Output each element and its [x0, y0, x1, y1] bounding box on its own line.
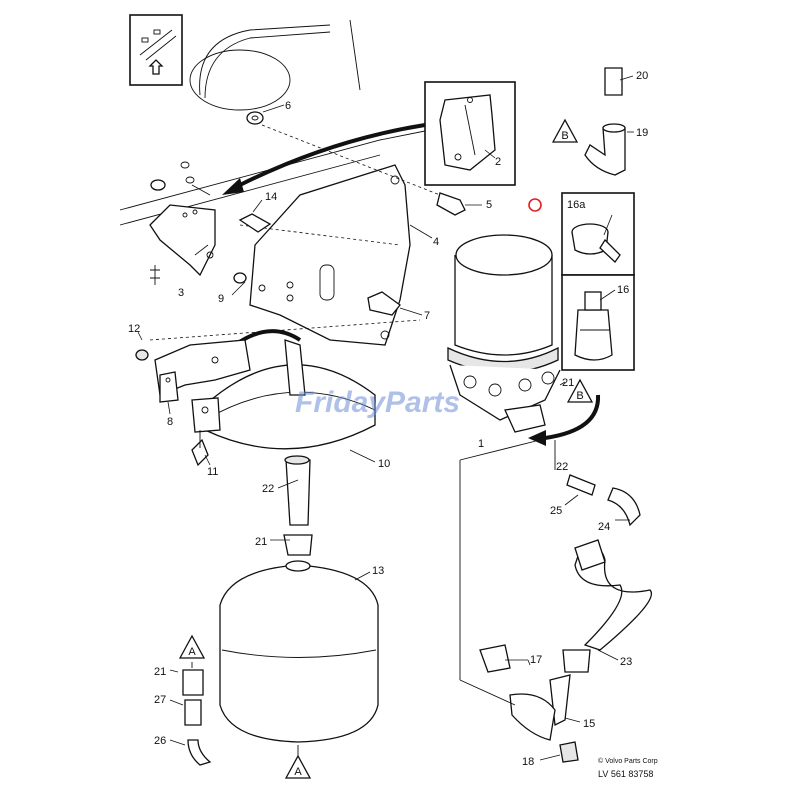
arrow-head-top — [222, 178, 244, 195]
marker-a-bottom-label: A — [294, 766, 302, 778]
watermark-logo: FridayParts — [295, 386, 460, 419]
label-part-25: 25 — [550, 505, 562, 517]
label-part-21-middle: 21 — [255, 536, 267, 548]
label-part-11: 11 — [207, 466, 218, 478]
elbow-fitting-top — [584, 67, 626, 176]
marker-a-left: A — [178, 634, 206, 659]
copyright-text: © Volvo Parts Corp — [598, 757, 658, 765]
air-dryer-canister — [447, 234, 561, 433]
label-part-20: 20 — [636, 70, 648, 82]
label-part-13: 13 — [372, 565, 384, 577]
label-part-8: 8 — [167, 416, 173, 428]
marker-b-top: B — [551, 118, 579, 143]
label-part-6: 6 — [285, 100, 291, 112]
label-part-5: 5 — [486, 199, 492, 211]
filter-detail-box — [561, 192, 635, 371]
label-part-3: 3 — [178, 287, 184, 299]
orientation-icon — [129, 14, 183, 86]
label-part-27: 27 — [154, 694, 166, 706]
label-part-24: 24 — [598, 521, 610, 533]
marker-b-lower: B — [566, 378, 594, 403]
label-part-2: 2 — [495, 156, 501, 168]
air-tank — [219, 455, 379, 762]
label-part-1: 1 — [478, 438, 484, 450]
bolt-washer-group — [150, 111, 466, 316]
hose-arrow-right — [544, 394, 601, 440]
direction-arrow-top — [239, 123, 426, 187]
label-part-14: 14 — [265, 191, 277, 203]
leader-lines — [137, 75, 634, 761]
bracket-detail-box — [424, 81, 516, 186]
label-part-12: 12 — [128, 323, 140, 335]
label-part-19: 19 — [636, 127, 648, 139]
piping-assembly — [459, 439, 652, 763]
label-part-17: 17 — [530, 654, 542, 666]
part-number-labels: 1 2 3 4 5 6 7 8 9 10 11 12 13 14 15 16 1… — [128, 70, 648, 768]
marker-a-bottom: A — [284, 754, 312, 779]
small-bracket — [149, 204, 216, 285]
drawing-reference: LV 561 83758 — [598, 769, 653, 779]
label-part-21-lower: 21 — [154, 666, 166, 678]
label-part-7: 7 — [424, 310, 430, 322]
label-part-9: 9 — [218, 293, 224, 305]
highlight-circle — [528, 198, 542, 212]
label-part-26: 26 — [154, 735, 166, 747]
marker-a-left-label: A — [188, 646, 196, 658]
label-part-15: 15 — [583, 718, 595, 730]
drain-fitting-stack — [182, 662, 212, 766]
label-part-10: 10 — [378, 458, 390, 470]
label-part-16: 16 — [617, 284, 629, 296]
label-part-22-left: 22 — [262, 483, 274, 495]
label-part-18: 18 — [522, 756, 534, 768]
label-part-16a: 16a — [567, 199, 586, 211]
marker-b-lower-label: B — [576, 390, 583, 402]
label-part-4: 4 — [433, 236, 439, 248]
label-part-21-upper: 21 — [562, 377, 574, 389]
label-part-23: 23 — [620, 656, 632, 668]
marker-b-top-label: B — [561, 130, 568, 142]
label-part-22-right: 22 — [556, 461, 568, 473]
strap-bracket — [135, 319, 421, 467]
